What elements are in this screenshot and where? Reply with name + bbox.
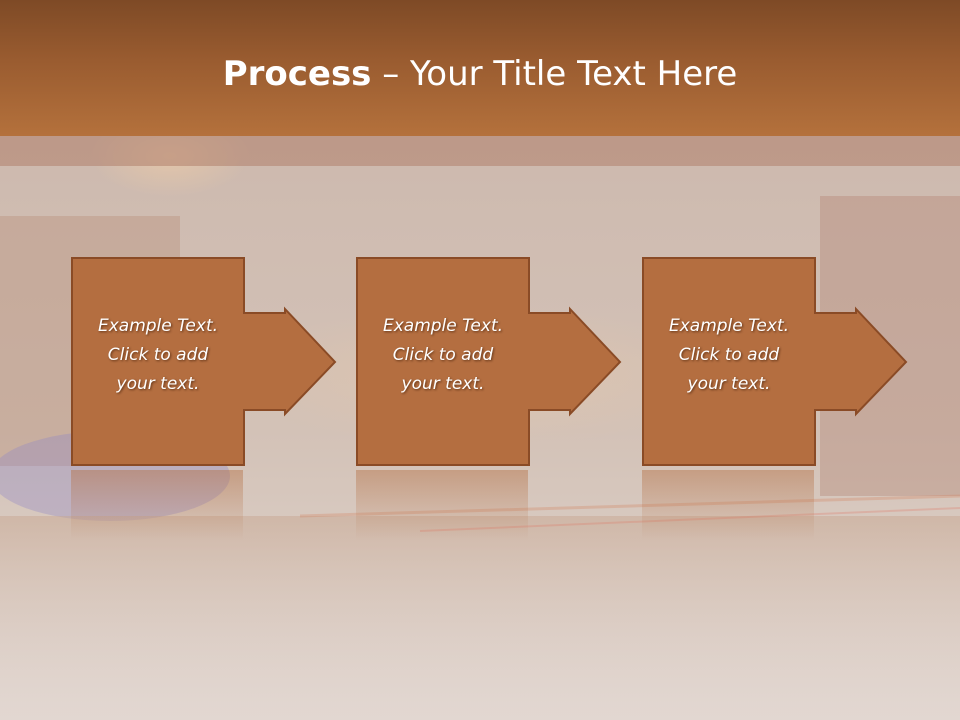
step-1-text[interactable]: Example Text. Click to add your text. <box>75 312 241 399</box>
step-3-reflection <box>642 470 814 540</box>
step-1-line-3: your text. <box>116 374 200 394</box>
title-bold: Process <box>222 54 372 94</box>
step-3-line-3: your text. <box>687 374 771 394</box>
step-2-line-3: your text. <box>401 374 485 394</box>
step-1-reflection <box>71 470 243 540</box>
slide-title[interactable]: Process – Your Title Text Here <box>0 52 960 96</box>
title-subband <box>0 136 960 166</box>
step-1-line-1: Example Text. <box>97 316 219 336</box>
step-2-line-2: Click to add <box>392 345 494 365</box>
step-3-line-1: Example Text. <box>668 316 790 336</box>
process-step-1[interactable]: Example Text. Click to add your text. <box>71 257 351 467</box>
step-1-line-2: Click to add <box>107 345 209 365</box>
step-3-text[interactable]: Example Text. Click to add your text. <box>646 312 812 399</box>
step-2-reflection <box>356 470 528 540</box>
step-3-line-2: Click to add <box>678 345 780 365</box>
process-step-3[interactable]: Example Text. Click to add your text. <box>642 257 922 467</box>
step-2-arrow-shape <box>356 257 622 466</box>
title-bar <box>0 0 960 136</box>
step-1-arrow-shape <box>71 257 337 466</box>
process-step-2[interactable]: Example Text. Click to add your text. <box>356 257 636 467</box>
step-2-text[interactable]: Example Text. Click to add your text. <box>360 312 526 399</box>
title-rest: – Your Title Text Here <box>371 54 738 94</box>
step-3-arrow-shape <box>642 257 908 466</box>
step-2-line-1: Example Text. <box>382 316 504 336</box>
